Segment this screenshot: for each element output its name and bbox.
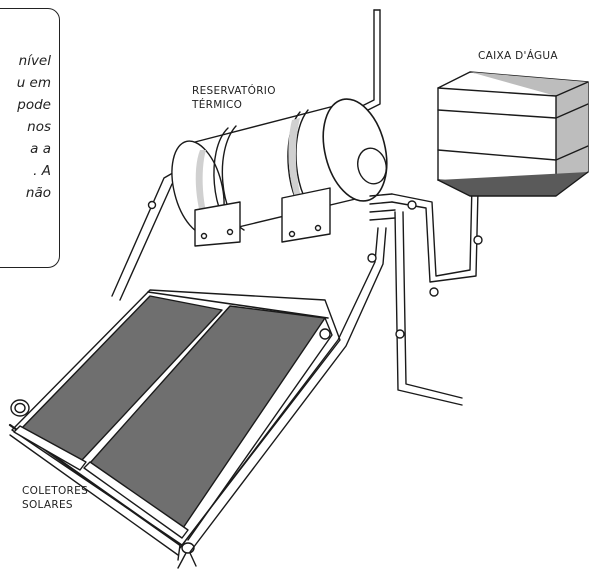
label-caixa-dagua: CAIXA D'ÁGUA [478, 50, 558, 62]
water-box [437, 71, 589, 197]
note-line-2: u em [16, 75, 51, 91]
note-line-6: . A [33, 163, 51, 179]
collector-return-pipe [111, 169, 181, 301]
label-coletores-line1: COLETORES [22, 485, 89, 497]
note-line-4: nos [27, 119, 51, 135]
hot-water-pipes [369, 177, 497, 406]
note-line-1: nível [18, 53, 51, 69]
note-line-5: a a [30, 141, 51, 157]
thermal-tank [171, 98, 388, 247]
note-line-7: não [25, 185, 51, 201]
collector-supply-pipe [179, 227, 387, 553]
label-reservatorio-line2: TÉRMICO [192, 99, 243, 111]
note-line-3: pode [17, 97, 51, 113]
solar-collectors [8, 289, 341, 569]
note-box: nível u em pode nos a a . A não [0, 8, 60, 268]
label-reservatorio-line1: RESERVATÓRIO [192, 85, 276, 97]
label-coletores-line2: SOLARES [22, 499, 73, 511]
vent-pipe [357, 9, 381, 113]
